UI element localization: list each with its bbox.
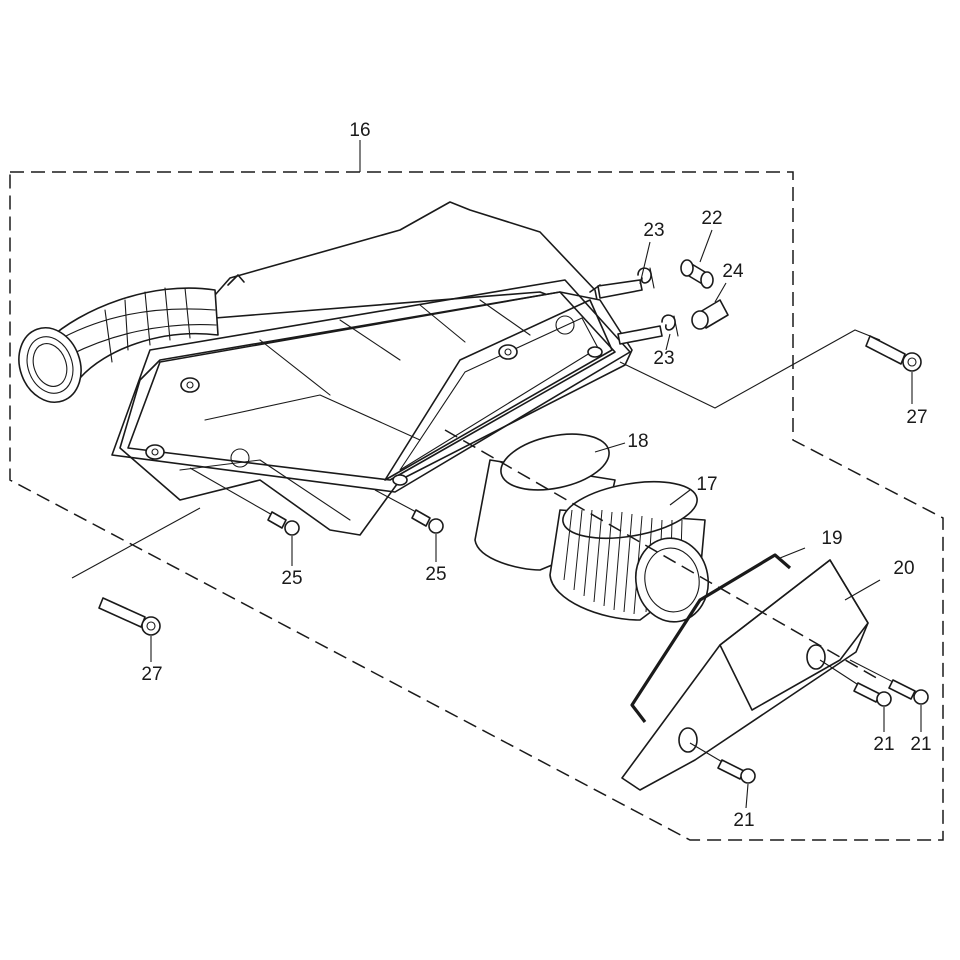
callout-16: 16 <box>349 120 370 141</box>
callout-18: 18 <box>627 431 648 452</box>
plug-24 <box>691 282 729 330</box>
callout-27-right: 27 <box>906 407 927 428</box>
filter-cover <box>621 559 881 791</box>
callout-23-lower: 23 <box>653 348 674 369</box>
clip-23-upper <box>637 241 655 289</box>
callout-22: 22 <box>701 208 722 229</box>
bolt-27-left <box>71 507 201 636</box>
assembly-boundary <box>9 171 944 841</box>
callout-25-b: 25 <box>425 564 446 585</box>
screw-21-a <box>819 659 892 707</box>
intake-hose <box>18 287 219 403</box>
callout-21-a: 21 <box>873 734 894 755</box>
clip-23-lower <box>661 314 679 351</box>
screw-21-c <box>689 742 756 784</box>
screw-21-b <box>849 659 929 705</box>
bolt-27-right <box>619 329 922 409</box>
callout-27-left: 27 <box>141 664 162 685</box>
gasket <box>630 553 792 723</box>
callout-17: 17 <box>696 474 717 495</box>
callout-19: 19 <box>821 528 842 549</box>
screw-25-a <box>189 467 300 536</box>
callout-23-upper: 23 <box>643 220 664 241</box>
callout-21-b: 21 <box>910 734 931 755</box>
hose-22 <box>680 229 714 289</box>
callout-20: 20 <box>893 558 914 579</box>
air-filter-element <box>549 481 709 623</box>
screw-25-b <box>374 489 444 534</box>
callout-24: 24 <box>722 261 744 282</box>
callout-25-a: 25 <box>281 568 302 589</box>
air-cleaner-case <box>111 201 663 536</box>
callout-21-c: 21 <box>733 810 754 831</box>
